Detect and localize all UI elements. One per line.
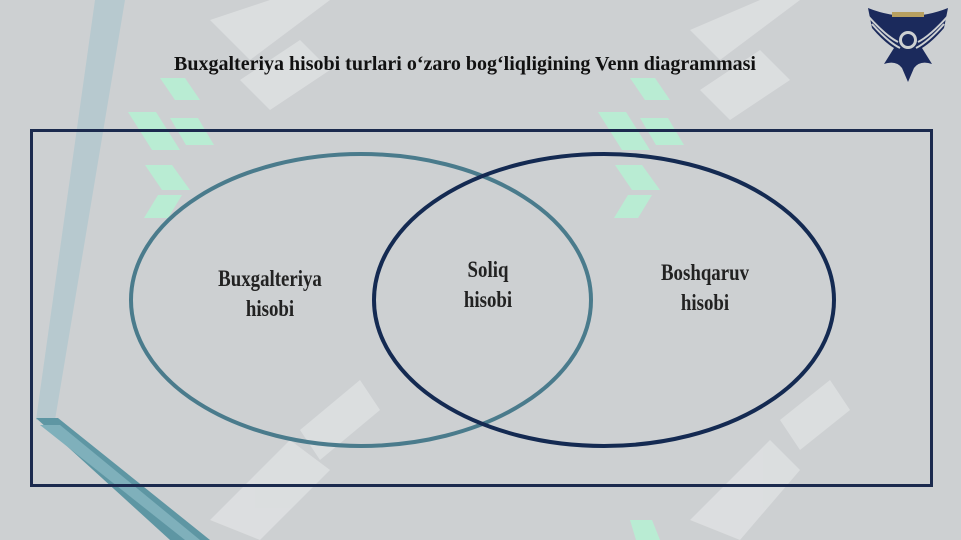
right-set-ellipse	[372, 152, 836, 448]
intersection-label-line1: Soliq	[467, 257, 509, 282]
right-set-label: Boshqaruv hisobi	[644, 258, 767, 318]
left-accent-stripe-light	[40, 425, 200, 540]
right-set-label-line2: hisobi	[680, 290, 730, 315]
watermark-shapes	[210, 0, 850, 540]
left-set-label-line1: Buxgalteriya	[218, 266, 322, 291]
left-set-label: Buxgalteriya hisobi	[209, 264, 332, 324]
left-set-label-line2: hisobi	[245, 296, 295, 321]
left-light-stripe	[36, 0, 125, 420]
intersection-label: Soliq hisobi	[439, 255, 537, 315]
diagram-frame	[30, 129, 933, 487]
left-set-ellipse	[129, 152, 593, 448]
right-set-label-line1: Boshqaruv	[660, 260, 750, 285]
eagle-logo-icon	[867, 8, 949, 82]
intersection-label-line2: hisobi	[463, 287, 513, 312]
page-title: Buxgalteriya hisobi turlari o‘zaro bog‘l…	[174, 53, 756, 75]
